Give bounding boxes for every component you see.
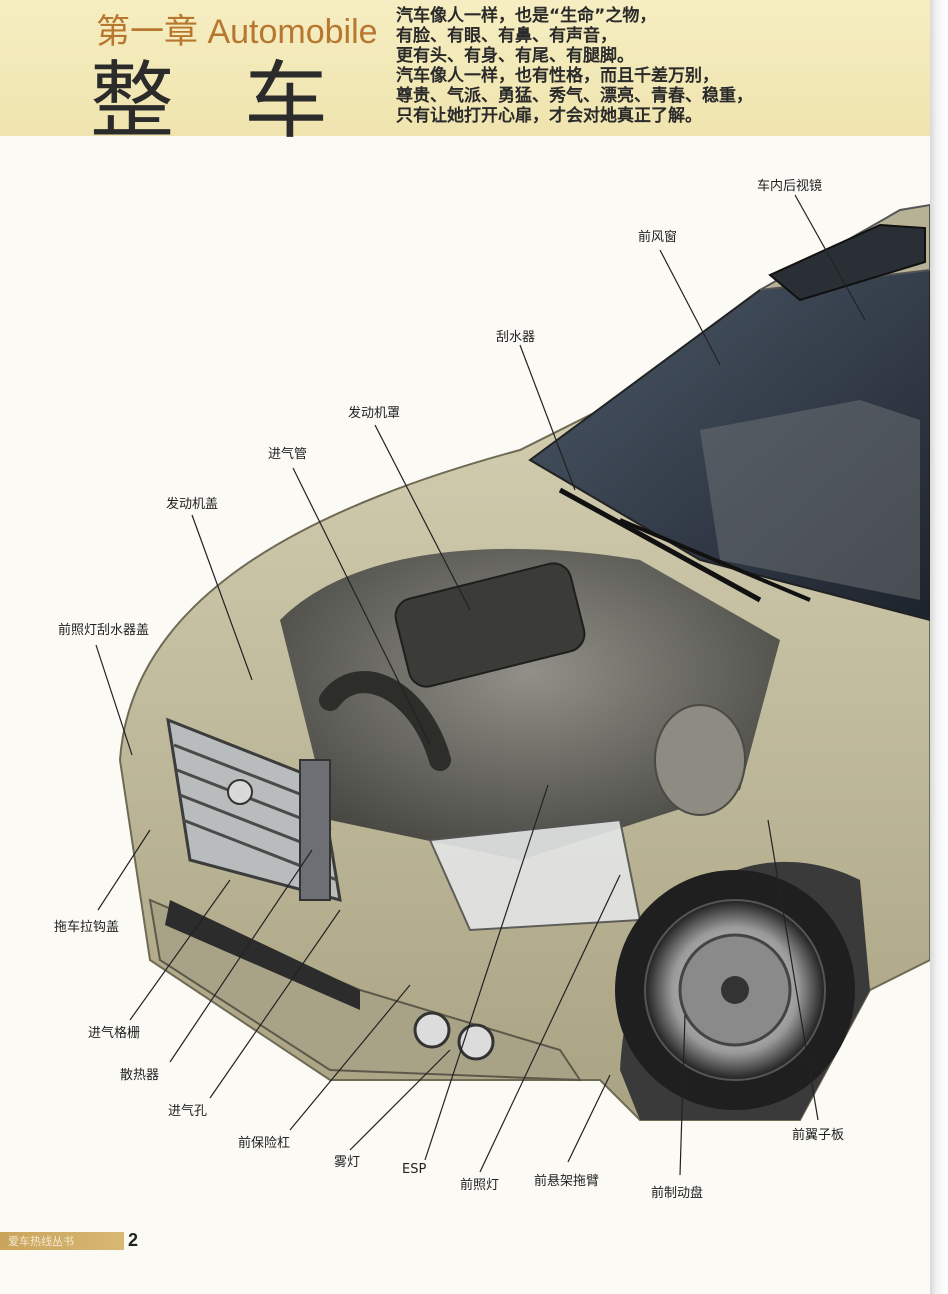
leader-lines <box>95 194 866 1176</box>
scan-margin <box>930 0 948 1294</box>
poem-line: 只有让她打开心扉，才会对她真正了解。 <box>396 106 702 126</box>
poem-line: 更有头、有身、有尾、有腿脚。 <box>396 46 634 66</box>
chapter-intro-poem: 汽车像人一样，也是“生命”之物， 有脸、有眼、有鼻、有声音， 更有头、有身、有尾… <box>396 6 753 126</box>
intake-pipe-shape <box>319 671 451 771</box>
callout-hood: 发动机盖 <box>166 497 219 512</box>
callout-radiator: 散热器 <box>120 1068 160 1083</box>
callout-engine-cover: 发动机罩 <box>348 406 401 421</box>
callout-air-intake: 进气孔 <box>168 1104 208 1119</box>
poem-line: 有脸、有眼、有鼻、有声音， <box>396 26 617 46</box>
hub-shape <box>721 976 749 1004</box>
fog-lamp-shape <box>457 1023 495 1061</box>
chapter-label: 第一章 Automobile <box>96 13 378 51</box>
car-cutaway-illustration <box>95 194 930 1176</box>
poem-line: 尊贵、气派、勇猛、秀气、漂亮、青春、稳重， <box>396 86 753 106</box>
page-number: 2 <box>128 1230 139 1250</box>
callout-esp: ESP <box>402 1162 427 1177</box>
chapter-title: 整车 <box>90 52 399 150</box>
footer-series-bar <box>0 1232 124 1250</box>
callout-headlamp: 前照灯 <box>460 1178 500 1193</box>
radiator-shape <box>299 759 331 901</box>
callout-intake-pipe: 进气管 <box>268 447 308 462</box>
interior-shape <box>700 400 920 600</box>
callout-fog-lamp: 雾灯 <box>334 1155 361 1170</box>
callout-windshield: 前风窗 <box>638 230 678 245</box>
callout-front-suspension-arm: 前悬架拖臂 <box>534 1174 600 1189</box>
wiper-arm-shape <box>619 518 811 602</box>
callout-front-bumper: 前保险杠 <box>238 1136 291 1151</box>
fog-lamp-shape <box>413 1011 451 1049</box>
lower-intake-shape <box>165 900 360 1010</box>
footer-series-title: 爱车热线丛书 <box>8 1235 74 1248</box>
engine-cover-shape <box>394 562 586 688</box>
poem-line: 汽车像人一样，也有性格，而且千差万别， <box>396 66 719 86</box>
callout-intake-grille: 进气格栅 <box>88 1026 141 1041</box>
poem-line: 汽车像人一样，也是“生命”之物， <box>396 6 657 26</box>
callout-rear-view-mirror: 车内后视镜 <box>757 179 823 194</box>
sunroof-shape <box>768 223 926 302</box>
chapter-header: 第一章 Automobile 整车 汽车像人一样，也是“生命”之物， 有脸、有眼… <box>0 0 930 150</box>
callout-front-brake-disc: 前制动盘 <box>651 1186 704 1201</box>
callout-headlamp-wiper-cover: 前照灯刮水器盖 <box>58 623 150 638</box>
strut-tower-shape <box>654 704 746 816</box>
callout-front-fender: 前翼子板 <box>792 1128 845 1143</box>
wiper-arm-shape <box>558 487 762 603</box>
callout-tow-hook-cover: 拖车拉钩盖 <box>54 920 120 935</box>
callout-wiper: 刮水器 <box>496 330 536 345</box>
